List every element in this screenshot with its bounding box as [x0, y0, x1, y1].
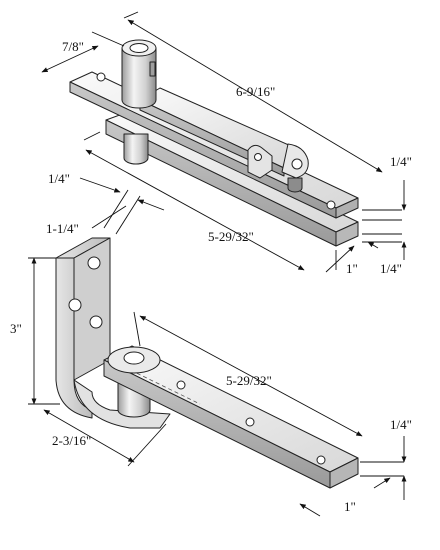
dim-bottom-thickness-label: 1/4"	[390, 417, 412, 432]
bottom-hinge	[55, 237, 359, 489]
screw-hole-icon	[96, 72, 106, 82]
top-hinge-bottom-pin	[123, 133, 149, 165]
top-hinge	[69, 39, 359, 247]
dim-side-offset-label: 1/4"	[48, 171, 70, 186]
dim-arm-length-label: 6-9/16"	[236, 84, 276, 99]
dim-top-plate-width-label: 1"	[346, 261, 358, 276]
screw-hole-icon	[87, 256, 101, 270]
top-hinge-pivot-cylinder	[121, 39, 157, 109]
dim-pivot-offset-label: 7/8"	[62, 39, 84, 54]
screw-hole-icon	[89, 315, 103, 329]
screw-hole-icon	[326, 200, 336, 210]
dim-bottom-plate-width-label: 1"	[344, 499, 356, 514]
bottom-hinge-pivot-collar	[107, 346, 161, 374]
dim-upper-thickness-label: 1/4"	[390, 154, 412, 169]
screw-hole-icon	[68, 298, 82, 312]
dimension-lines	[28, 11, 407, 517]
dim-base-depth-label: 2-3/16"	[52, 433, 92, 448]
dim-lower-thickness-label: 1/4"	[380, 261, 402, 276]
screw-hole-icon	[245, 417, 255, 427]
screw-hole-icon	[176, 380, 186, 390]
top-hinge-upper-plate	[69, 71, 359, 219]
dim-leg-height-label: 3"	[10, 321, 22, 336]
dim-bottom-plate-length-label: 5-29/32"	[226, 373, 272, 388]
dim-leg-width-label: 1-1/4"	[46, 221, 79, 236]
dim-top-plate-length-label: 5-29/32"	[208, 229, 254, 244]
screw-hole-icon	[316, 455, 326, 465]
